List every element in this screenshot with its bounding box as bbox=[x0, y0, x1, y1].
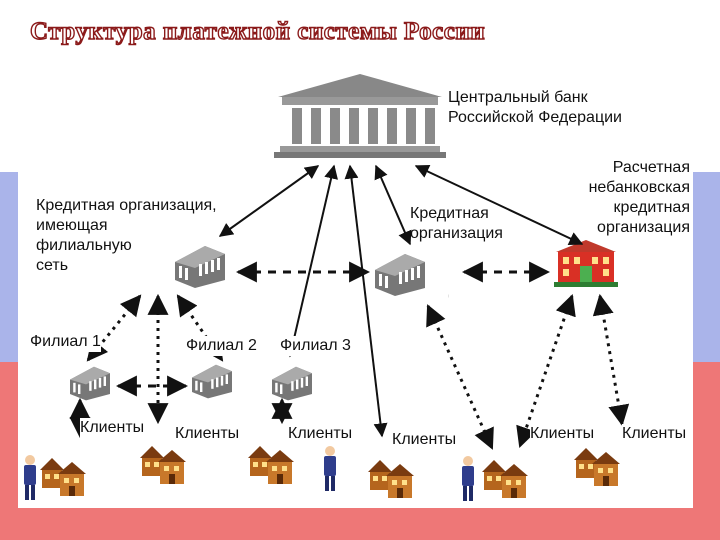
credit-org-label: Кредитная организация bbox=[410, 205, 503, 242]
office-building-icon bbox=[375, 254, 425, 296]
house-icon bbox=[40, 458, 86, 496]
page-title: Структура платежной системы России bbox=[29, 17, 486, 45]
credit-org-branches-label: Кредитная организация, имеющая филиальну… bbox=[36, 197, 217, 274]
settlement-org-label: Расчетная небанковская кредитная организ… bbox=[588, 159, 690, 236]
branch-2-label: Филиал 2 bbox=[186, 336, 257, 356]
house-icon bbox=[368, 460, 414, 498]
person-icon bbox=[462, 456, 474, 501]
house-icon bbox=[482, 460, 528, 498]
branch-1-label: Филиал 1 bbox=[30, 332, 101, 352]
office-building-icon bbox=[192, 364, 232, 399]
central-bank-label: Центральный банк Российской Федерации bbox=[448, 89, 622, 126]
clients-label: Клиенты bbox=[622, 424, 687, 444]
house-icon bbox=[574, 448, 620, 486]
office-building-icon bbox=[70, 366, 110, 401]
branch-3-label: Филиал 3 bbox=[280, 336, 351, 356]
clients-label: Клиенты bbox=[392, 430, 457, 450]
person-icon bbox=[324, 446, 336, 491]
house-icon bbox=[140, 446, 186, 484]
clients-label: Клиенты bbox=[530, 424, 595, 444]
office-building-icon bbox=[272, 366, 312, 401]
person-icon bbox=[24, 455, 36, 500]
bank-building-icon bbox=[274, 74, 446, 158]
clients-label: Клиенты bbox=[175, 424, 240, 444]
red-bank-building-icon bbox=[554, 240, 618, 287]
clients-label: Клиенты bbox=[288, 424, 353, 444]
house-icon bbox=[248, 446, 294, 484]
clients-label: Клиенты bbox=[80, 418, 145, 438]
